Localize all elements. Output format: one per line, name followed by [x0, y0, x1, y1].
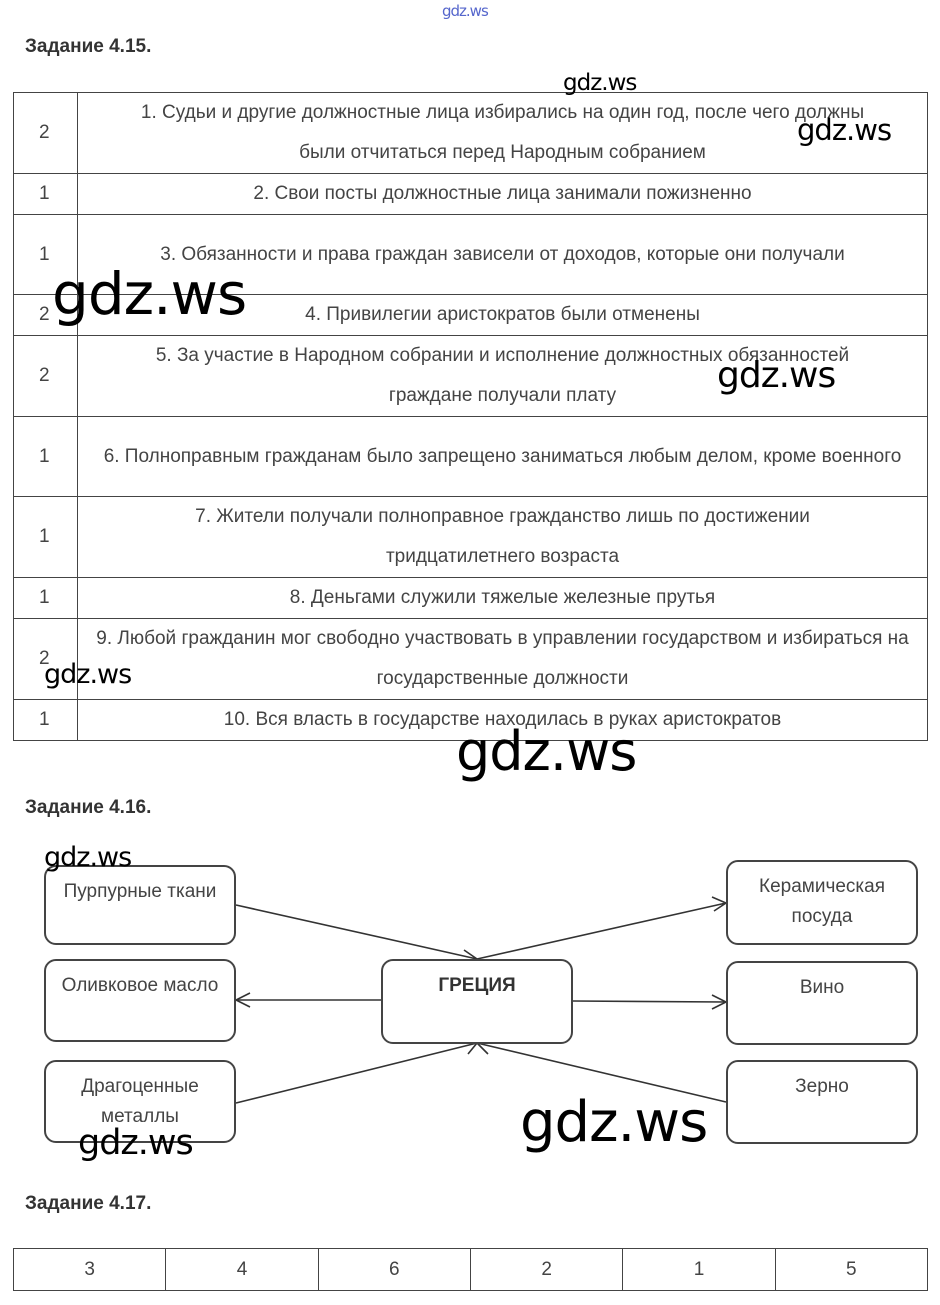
answer-cell: 5: [774, 1248, 929, 1291]
import-box: Пурпурные ткани: [44, 865, 236, 945]
watermark: gdz.ws: [442, 2, 489, 20]
statement: 9. Любой гражданин мог свободно участвов…: [77, 618, 928, 700]
statement: 3. Обязанности и права граждан зависели …: [77, 214, 928, 295]
watermark: gdz.ws: [44, 842, 132, 873]
answer-cell: 3: [12, 1248, 167, 1291]
task-4-16-title: Задание 4.16.: [25, 797, 152, 818]
statement: 4. Привилегии аристократов были отменены: [77, 294, 928, 336]
statement: 2. Свои посты должностные лица занимали …: [77, 173, 928, 215]
score: 2: [13, 618, 78, 700]
task-4-15-title: Задание 4.15.: [25, 36, 152, 57]
import-box: Драгоценные металлы: [44, 1060, 236, 1143]
watermark: gdz.ws: [52, 260, 247, 328]
arrow-import-grain: [476, 1042, 727, 1103]
task-4-17-title: Задание 4.17.: [25, 1193, 152, 1214]
statement: 8. Деньгами служили тяжелые железные пру…: [77, 577, 928, 619]
answer-cell: 6: [317, 1248, 471, 1291]
statement: 10. Вся власть в государстве находилась …: [77, 699, 928, 741]
statement: 6. Полноправным гражданам было запрещено…: [77, 416, 928, 497]
arrow-import-metals: [235, 1042, 478, 1104]
score: 2: [13, 335, 78, 417]
score: 1: [13, 699, 78, 741]
export-box: Керамическая посуда: [726, 860, 918, 945]
statement: 5. За участие в Народном собрании и испо…: [77, 335, 928, 417]
watermark: gdz.ws: [520, 1090, 708, 1155]
export-box: Вино: [726, 961, 918, 1045]
arrow-import-purple: [235, 904, 478, 960]
arrow-export-wine: [572, 1000, 727, 1003]
watermark: gdz.ws: [797, 113, 892, 147]
watermark: gdz.ws: [78, 1123, 194, 1163]
answer-cell: 1: [622, 1248, 776, 1291]
center-box: ГРЕЦИЯ: [381, 959, 573, 1044]
import-box: Зерно: [726, 1060, 918, 1144]
watermark: gdz.ws: [456, 720, 637, 783]
answer-cell: 4: [165, 1248, 319, 1291]
export-box: Оливковое масло: [44, 959, 236, 1042]
watermark: gdz.ws: [717, 355, 836, 396]
statement: 1. Судьи и другие должностные лица избир…: [77, 92, 928, 174]
score: 1: [13, 214, 78, 295]
task-4-17-table: 3 4 6 2 1 5: [12, 1248, 929, 1291]
arrow-export-ceramics: [476, 902, 727, 960]
answer-cell: 2: [469, 1248, 624, 1291]
watermark: gdz.ws: [44, 659, 132, 690]
table-row: 3 4 6 2 1 5: [12, 1248, 929, 1291]
statement: 7. Жители получали полноправное гражданс…: [77, 496, 928, 578]
score: 2: [13, 92, 78, 174]
watermark: gdz.ws: [563, 70, 637, 96]
